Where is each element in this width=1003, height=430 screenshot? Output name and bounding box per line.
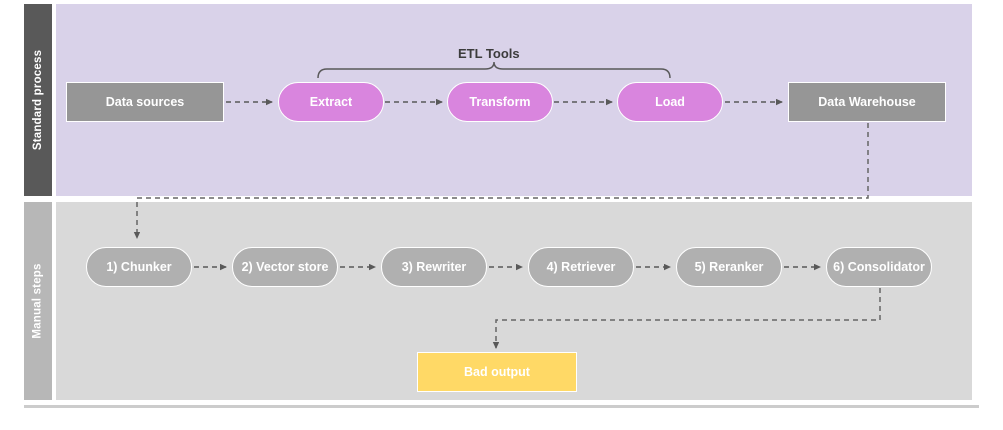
etl-tools-label: ETL Tools — [458, 46, 520, 61]
node-retriever[interactable]: 4) Retriever — [528, 247, 634, 287]
lane-label-manual-steps: Manual steps — [32, 263, 45, 339]
node-vector-store[interactable]: 2) Vector store — [232, 247, 338, 287]
node-label-retriever: 4) Retriever — [546, 260, 616, 274]
node-label-reranker: 5) Reranker — [694, 260, 764, 274]
node-label-vector-store: 2) Vector store — [241, 260, 329, 274]
node-label-bad-output: Bad output — [464, 365, 530, 379]
lane-label-standard-process: Standard process — [32, 49, 44, 151]
node-data-sources[interactable]: Data sources — [66, 82, 224, 122]
node-label-extract: Extract — [309, 95, 353, 109]
node-load[interactable]: Load — [617, 82, 723, 122]
node-reranker[interactable]: 5) Reranker — [676, 247, 782, 287]
node-transform[interactable]: Transform — [447, 82, 553, 122]
node-consolidator[interactable]: 6) Consolidator — [826, 247, 932, 287]
node-chunker[interactable]: 1) Chunker — [86, 247, 192, 287]
node-rewriter[interactable]: 3) Rewriter — [381, 247, 487, 287]
node-label-transform: Transform — [469, 95, 531, 109]
node-label-load: Load — [655, 95, 685, 109]
node-bad-output[interactable]: Bad output — [417, 352, 577, 392]
node-label-chunker: 1) Chunker — [106, 260, 172, 274]
node-extract[interactable]: Extract — [278, 82, 384, 122]
node-label-data-sources: Data sources — [105, 95, 185, 109]
lane-tab-manual-steps: Manual steps — [24, 202, 52, 400]
node-data-warehouse[interactable]: Data Warehouse — [788, 82, 946, 122]
node-label-consolidator: 6) Consolidator — [833, 260, 925, 274]
node-label-data-warehouse: Data Warehouse — [818, 95, 916, 109]
lane-tab-standard-process: Standard process — [24, 4, 52, 196]
bottom-divider — [24, 405, 979, 408]
node-label-rewriter: 3) Rewriter — [401, 260, 467, 274]
